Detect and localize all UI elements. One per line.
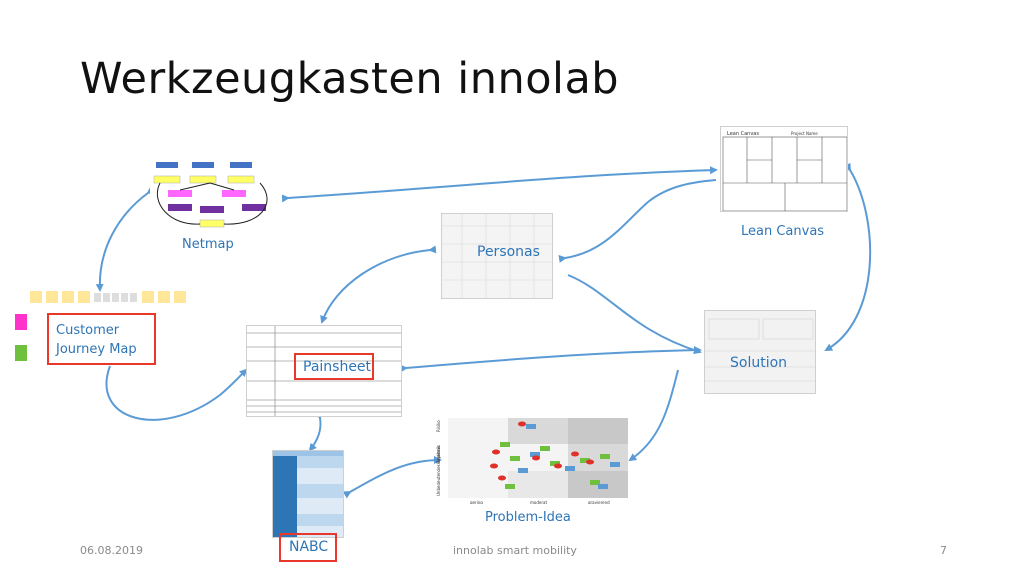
lean-canvas-header-middle: Project Name <box>791 131 818 136</box>
personas-thumbnail <box>441 213 553 299</box>
arrow-netmap-customer <box>95 186 156 292</box>
problem-idea-ytick-2: Hindernis <box>436 445 441 464</box>
arrow-leancanvas-solution <box>824 162 872 351</box>
solution-label: Solution <box>730 355 788 371</box>
lean-canvas-thumbnail: Lean Canvas Project Name <box>720 126 848 212</box>
problem-idea-ytick-3: Unbedeutendes Ergebnis <box>436 446 441 496</box>
problem-idea-label: Problem-Idea <box>485 510 571 525</box>
arrow-painsheet-nabc <box>308 411 323 452</box>
footer-center: innolab smart mobility <box>453 544 577 557</box>
netmap-thumbnail <box>150 158 280 233</box>
nabc-thumbnail <box>272 450 344 538</box>
arrow-personas-leancanvas <box>558 179 717 263</box>
green-sticky-note-icon <box>15 345 27 361</box>
arrow-customer-painsheet <box>105 365 248 421</box>
arrow-personas-painsheet <box>320 245 437 324</box>
customer-journey-label-line2: Journey Map <box>56 342 137 357</box>
lean-canvas-header-left: Lean Canvas <box>727 131 759 137</box>
problem-idea-thumbnail: Risiko Hindernis Unbedeutendes Ergebnis … <box>436 418 628 504</box>
customer-journey-label: Customer Journey Map <box>56 321 137 359</box>
arrow-solution-problemidea <box>628 369 679 462</box>
nabc-highlight <box>279 533 337 562</box>
painsheet-thumbnail <box>246 325 402 417</box>
solution-thumbnail <box>704 310 816 394</box>
lean-canvas-label: Lean Canvas <box>741 224 825 239</box>
netmap-label: Netmap <box>182 237 234 252</box>
problem-idea-xtick-3: gravierend <box>588 500 610 504</box>
customer-journey-label-line1: Customer <box>56 323 120 338</box>
arrow-personas-solution <box>567 274 702 355</box>
problem-idea-xtick-1: gering <box>470 500 483 504</box>
painsheet-label: Painsheet <box>303 359 372 375</box>
problem-idea-xtick-2: moderat <box>530 500 547 504</box>
nabc-label: NABC <box>289 539 329 555</box>
customer-journey-highlight <box>47 313 156 365</box>
personas-label: Personas <box>477 244 540 260</box>
footer-date: 06.08.2019 <box>80 544 143 557</box>
arrow-netmap-leancanvas <box>281 166 718 203</box>
painsheet-highlight <box>294 353 374 380</box>
slide-title: Werkzeugkasten innolab <box>80 54 620 104</box>
problem-idea-ytick-1: Risiko <box>436 420 441 432</box>
customer-journey-thumbnail <box>30 291 186 303</box>
arrow-painsheet-solution <box>399 346 702 373</box>
footer-page-number: 7 <box>940 544 947 557</box>
pink-sticky-note-icon <box>15 314 27 330</box>
arrow-nabc-problemidea <box>342 456 442 499</box>
